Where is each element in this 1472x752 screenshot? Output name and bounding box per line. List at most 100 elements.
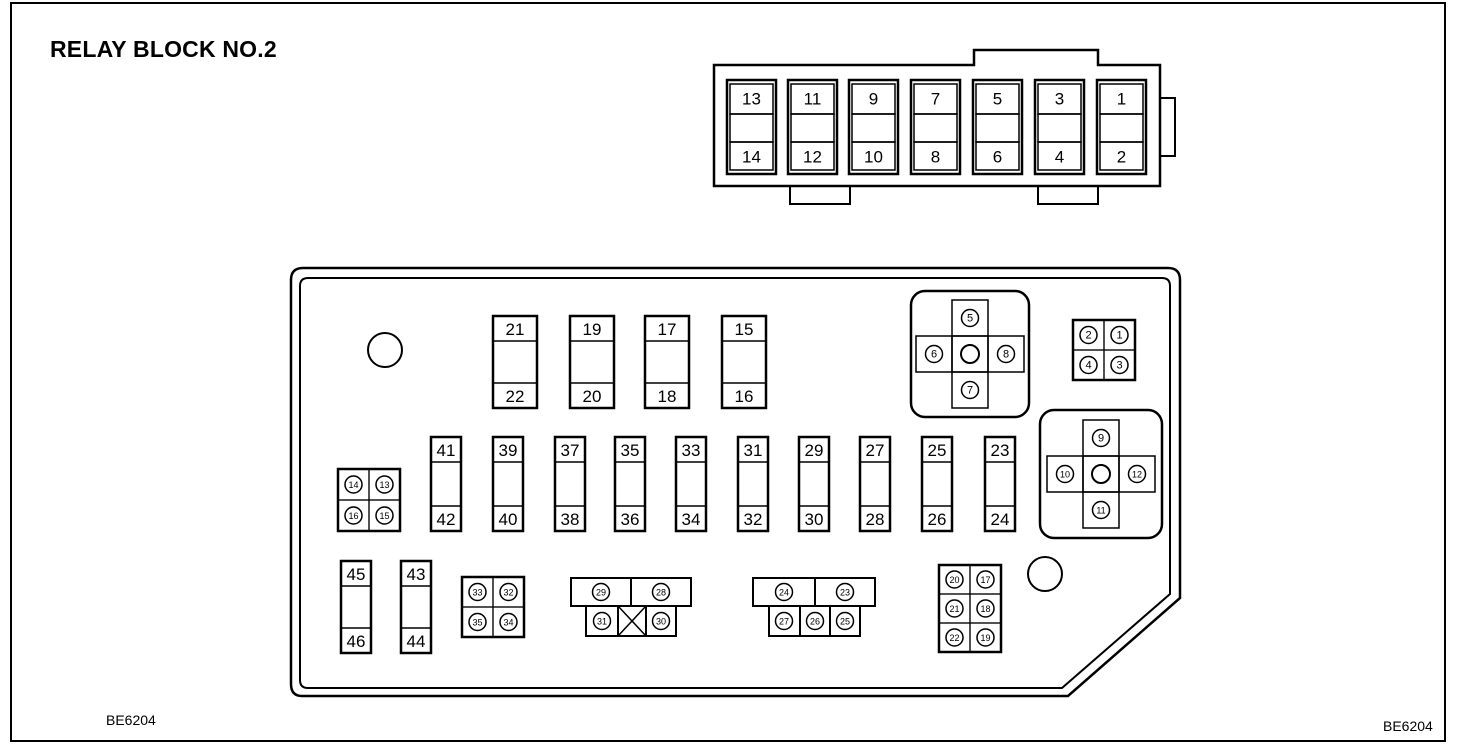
top-connector-pin-mid xyxy=(851,113,896,143)
fuse-lower-body xyxy=(339,559,373,655)
connector-f-pin-ring xyxy=(945,599,964,618)
relay-cross-a-pin: 8 xyxy=(1003,349,1009,361)
relay-cross-a-pin-ring xyxy=(960,380,980,400)
connector-e-pin: 25 xyxy=(840,617,850,627)
top-connector-pin-label: 12 xyxy=(803,148,822,167)
small-relay-b-cell xyxy=(368,499,401,532)
small-relay-a-pin-ring xyxy=(1110,355,1129,375)
relay-cross-b-pin-ring xyxy=(1055,464,1075,484)
connector-d-pin: 29 xyxy=(596,588,606,598)
small-relay-a-pin: 1 xyxy=(1116,330,1122,342)
connector-e-pin-ring xyxy=(805,611,825,631)
relay-cross-b-center-hole xyxy=(1091,464,1111,484)
fuse-middle-label-top: 29 xyxy=(805,441,824,460)
connector-e-pin-ring xyxy=(774,611,794,631)
relay-cross-b-pin: 9 xyxy=(1098,433,1104,445)
top-connector-pin-label: 9 xyxy=(869,90,878,109)
connector-f-pin: 19 xyxy=(980,633,990,643)
top-connector-housing xyxy=(712,48,1162,188)
fuse-middle-label-bottom: 34 xyxy=(682,510,701,529)
small-relay-a-pin: 2 xyxy=(1085,330,1091,342)
fuse-upper-label-top: 17 xyxy=(658,320,677,339)
top-connector-tab-right xyxy=(1159,97,1176,157)
small-relay-b-pin: 14 xyxy=(348,480,358,490)
fuse-middle-label-top: 33 xyxy=(682,441,701,460)
small-relay-a: 2 1 4 3 xyxy=(1071,318,1137,382)
fuse-middle-body xyxy=(613,435,647,533)
connector-f-pin: 17 xyxy=(980,575,990,585)
small-relay-c-pin: 33 xyxy=(472,588,482,598)
top-connector-pin-mid xyxy=(729,113,774,143)
top-connector-pin-mid xyxy=(975,113,1020,143)
diagram-title: RELAY BLOCK NO.2 xyxy=(50,36,277,62)
fuse-middle-body xyxy=(920,435,954,533)
fuse-lower-label-bottom: 46 xyxy=(347,632,366,651)
fuse-upper-label-bottom: 16 xyxy=(735,387,754,406)
connector-f-pin-ring xyxy=(945,628,964,647)
small-relay-c-pin-ring xyxy=(468,582,487,602)
top-connector-pin-label: 8 xyxy=(931,148,940,167)
small-relay-b-pin: 13 xyxy=(379,480,389,490)
small-relay-a-pin: 4 xyxy=(1085,360,1091,372)
top-connector-slot xyxy=(786,78,839,176)
fuse-middle-body xyxy=(491,435,525,533)
connector-d-cross xyxy=(617,605,647,637)
connector-d-pin: 30 xyxy=(656,617,666,627)
connector-d-pin: 31 xyxy=(597,617,607,627)
diagram-frame xyxy=(10,2,1446,742)
small-relay-c-pin-ring xyxy=(499,582,518,602)
fuse-upper-body xyxy=(643,314,691,410)
figure-code-right: BE6204 xyxy=(1383,718,1433,734)
small-relay-b-pin-ring xyxy=(375,506,394,525)
top-connector-tab-bottom-right xyxy=(1037,185,1099,205)
fuse-middle-label-bottom: 38 xyxy=(561,510,580,529)
relay-cross-a-pin: 5 xyxy=(967,313,973,325)
connector-e-cell xyxy=(829,605,861,637)
top-connector-pin-mid xyxy=(913,113,958,143)
relay-cross-a-pin-ring xyxy=(960,308,980,328)
small-relay-a-pin: 3 xyxy=(1116,360,1122,372)
top-connector-slot xyxy=(971,78,1024,176)
top-connector-slot xyxy=(909,78,962,176)
connector-f-cell xyxy=(969,622,1002,653)
fuse-upper-label-bottom: 22 xyxy=(506,387,525,406)
small-relay-c-pin: 35 xyxy=(472,618,482,628)
fuse-middle-label-bottom: 40 xyxy=(499,510,518,529)
connector-e-pin: 23 xyxy=(840,588,850,598)
relay-cross-a-cell xyxy=(951,335,989,373)
top-connector-pin-label: 10 xyxy=(864,148,883,167)
fuse-middle-label-top: 23 xyxy=(991,441,1010,460)
relay-cross-b-pin-ring xyxy=(1127,464,1147,484)
connector-f-pin-ring xyxy=(976,570,995,589)
connector-e-pin: 27 xyxy=(779,617,789,627)
top-connector-pin-label: 11 xyxy=(804,90,822,109)
relay-cross-a-pin-ring xyxy=(996,344,1016,364)
fuse-middle-body xyxy=(553,435,587,533)
relay-cross-a-cell xyxy=(951,371,989,409)
relay-cross-b-pin-ring xyxy=(1091,428,1111,448)
fuse-middle: 33 34 xyxy=(674,435,708,533)
connector-e-pin-ring xyxy=(835,582,855,602)
connector-d-pin-ring xyxy=(592,611,612,631)
small-relay-a-cell xyxy=(1103,349,1136,381)
relay-cross-a-center-hole xyxy=(960,344,980,364)
relay-cross-a-pin: 6 xyxy=(931,349,937,361)
relay-cross-b-pin: 11 xyxy=(1096,506,1105,516)
top-connector-pin-label: 14 xyxy=(742,148,761,167)
top-connector-pin-mid xyxy=(790,113,835,143)
small-relay-c-pin-ring xyxy=(499,612,518,632)
relay-cross-a-cell xyxy=(987,335,1025,373)
